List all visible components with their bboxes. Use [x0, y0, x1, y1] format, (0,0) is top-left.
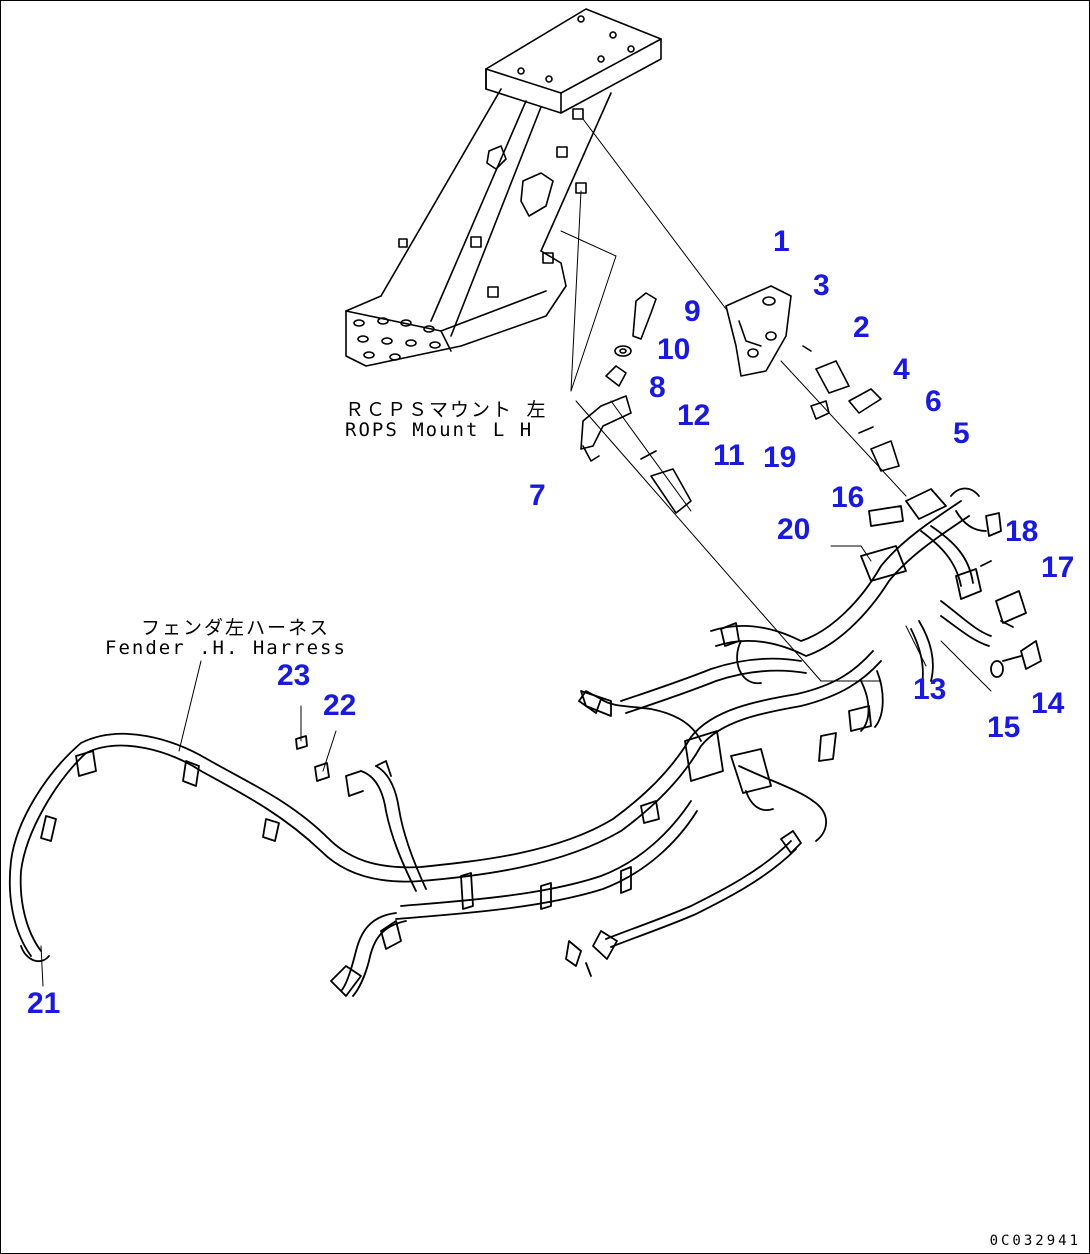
part-label-16: 16 — [831, 481, 865, 514]
part-label-3: 3 — [813, 269, 830, 302]
part-label-20: 20 — [777, 513, 811, 546]
rops-mount-caption-en: ROPS Mount L H — [345, 419, 534, 441]
part-label-8: 8 — [649, 371, 666, 404]
part-label-18: 18 — [1005, 515, 1039, 548]
bracket-1-drawing — [725, 285, 900, 472]
part-label-14: 14 — [1031, 687, 1065, 720]
part-label-19: 19 — [763, 441, 797, 474]
part-label-13: 13 — [913, 673, 947, 706]
rops-mount-drawing — [345, 8, 662, 367]
part-label-15: 15 — [987, 711, 1021, 744]
bracket-7-drawing — [580, 292, 692, 514]
fender-harness-drawing — [8, 650, 884, 997]
part-label-22: 22 — [323, 689, 357, 722]
part-label-17: 17 — [1041, 551, 1075, 584]
part-label-6: 6 — [925, 385, 942, 418]
part-label-2: 2 — [853, 311, 870, 344]
assembly-leader-lines — [40, 118, 992, 987]
part-label-7: 7 — [529, 479, 546, 512]
part-label-5: 5 — [953, 417, 970, 450]
cab-harness-branch-drawing — [580, 487, 1042, 717]
fender-harness-caption-jp: フェンダ左ハーネス — [141, 617, 331, 639]
rops-mount-caption-jp: ＲＣＰＳマウント 左 — [345, 399, 548, 421]
part-label-12: 12 — [677, 399, 711, 432]
part-label-11: 11 — [713, 439, 745, 472]
part-label-23: 23 — [277, 659, 311, 692]
part-label-10: 10 — [657, 333, 691, 366]
part-label-4: 4 — [893, 353, 910, 386]
part-label-9: 9 — [684, 295, 701, 328]
part-label-21: 21 — [27, 987, 61, 1020]
fender-harness-caption-en: Fender .H. Harress — [105, 637, 347, 659]
drawing-code: 0C032941 — [989, 1233, 1081, 1249]
part-label-1: 1 — [773, 225, 790, 258]
